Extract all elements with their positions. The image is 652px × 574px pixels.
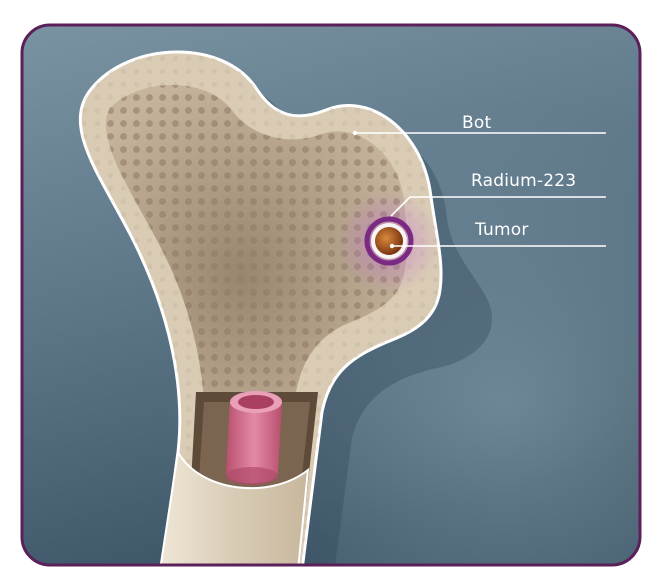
- tumor-dot-icon: [375, 227, 403, 255]
- bone-label: Bot: [462, 113, 491, 133]
- radium-label: Radium-223: [471, 171, 576, 191]
- tumor-label: Tumor: [474, 220, 529, 240]
- marrow-canal: [226, 391, 282, 485]
